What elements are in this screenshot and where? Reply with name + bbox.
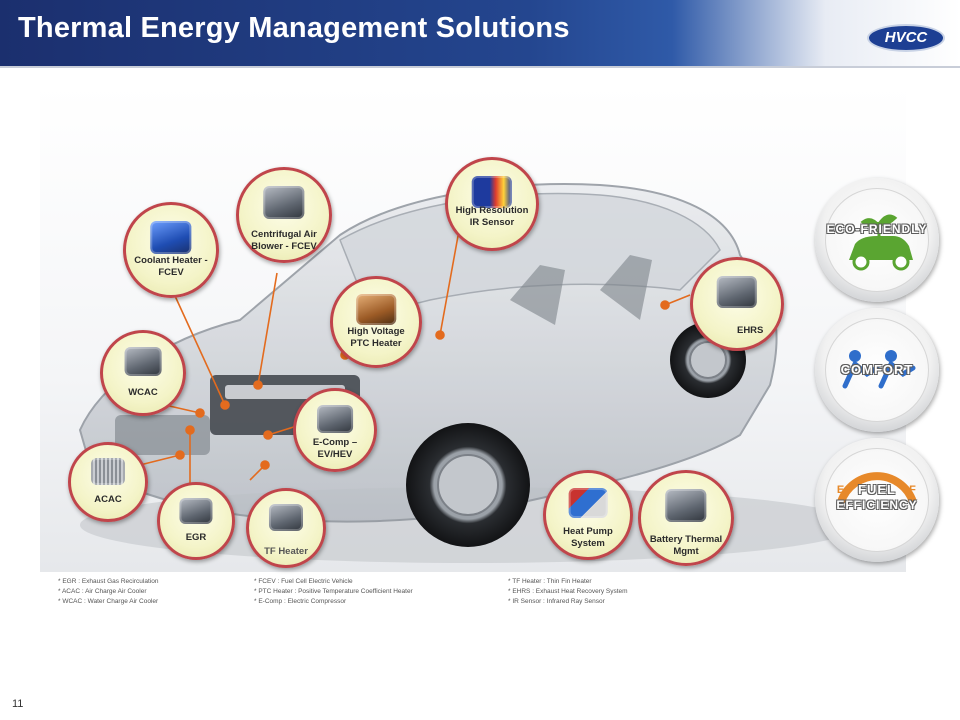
egr-callout: EGR bbox=[157, 482, 235, 560]
fuel-gauge-icon bbox=[837, 472, 917, 504]
callout-label: ACAC bbox=[94, 493, 122, 505]
callout-label: High Voltage PTC Heater bbox=[347, 325, 405, 349]
footnote: * ACAC : Air Charge Air Cooler bbox=[58, 588, 147, 595]
callout-label: Heat Pump System bbox=[563, 526, 613, 550]
footnote: * PTC Heater : Positive Temperature Coef… bbox=[254, 588, 413, 595]
e-comp-callout: E-Comp – EV/HEV bbox=[293, 388, 377, 472]
footnote: * E-Comp : Electric Compressor bbox=[254, 598, 347, 605]
callout-label: E-Comp – EV/HEV bbox=[312, 437, 358, 461]
callout-label: EGR bbox=[185, 532, 207, 544]
efficiency-text: EFFICIENCY bbox=[836, 498, 918, 512]
hvcc-logo: HVCC bbox=[867, 24, 945, 52]
footnotes-col-3: * TF Heater : Thin Fin Heater * EHRS : E… bbox=[508, 577, 628, 607]
blower-icon bbox=[263, 186, 305, 219]
battery-callout: Battery Thermal Mgmt bbox=[638, 470, 734, 566]
callout-label: Centrifugal Air Blower - FCEV bbox=[251, 228, 317, 252]
footnote: * WCAC : Water Charge Air Cooler bbox=[58, 598, 159, 605]
footnote: * IR Sensor : Infrared Ray Sensor bbox=[508, 598, 605, 605]
callout-label: Battery Thermal Mgmt bbox=[649, 533, 723, 557]
footnotes-col-2: * FCEV : Fuel Cell Electric Vehicle * PT… bbox=[254, 577, 413, 607]
page-number: 11 bbox=[12, 698, 24, 710]
page-title: Thermal Energy Management Solutions bbox=[18, 12, 570, 44]
footnote: * EGR : Exhaust Gas Recirculation bbox=[58, 578, 159, 585]
slide-header: Thermal Energy Management Solutions HVCC bbox=[0, 0, 960, 66]
ptc-heater-callout: High Voltage PTC Heater bbox=[330, 276, 422, 368]
ehrs-callout: EHRS bbox=[690, 257, 784, 351]
ir-sensor-callout: High Resolution IR Sensor bbox=[445, 157, 539, 251]
ehrs-icon bbox=[716, 275, 758, 308]
eco-car-icon bbox=[849, 214, 913, 271]
wcac-icon bbox=[124, 347, 162, 377]
comfort-text: COMFORT bbox=[840, 362, 914, 377]
gauge-f-text: F bbox=[909, 484, 917, 496]
callout-label: WCAC bbox=[128, 386, 158, 398]
comfort-people-icon bbox=[842, 350, 916, 389]
header-divider bbox=[0, 66, 960, 68]
ptc-heater-icon bbox=[356, 294, 396, 326]
heat-pump-icon bbox=[568, 488, 608, 519]
eco-friendly-badge: ECO-FRIENDLY bbox=[815, 178, 939, 302]
callout-label: TF Heater bbox=[264, 545, 308, 557]
footnote: * EHRS : Exhaust Heat Recovery System bbox=[508, 588, 628, 595]
tf-heater-callout: TF Heater bbox=[246, 488, 326, 568]
tf-heater-icon bbox=[268, 504, 304, 531]
air-blower-callout: Centrifugal Air Blower - FCEV bbox=[236, 167, 332, 263]
coolant-heater-callout: Coolant Heater - FCEV bbox=[123, 202, 219, 298]
callout-label: EHRS bbox=[736, 325, 764, 337]
radiator-icon bbox=[90, 458, 126, 485]
fuel-efficiency-badge: E F FUEL EFFICIENCY bbox=[815, 438, 939, 562]
callout-label: High Resolution IR Sensor bbox=[455, 204, 529, 228]
callout-label: Coolant Heater - FCEV bbox=[134, 254, 208, 278]
footnote: * FCEV : Fuel Cell Electric Vehicle bbox=[254, 578, 353, 585]
egr-icon bbox=[179, 497, 213, 524]
battery-icon bbox=[665, 489, 707, 522]
compressor-icon bbox=[317, 405, 353, 434]
heat-pump-callout: Heat Pump System bbox=[543, 470, 633, 560]
gauge-e-text: E bbox=[836, 484, 846, 496]
footnote: * TF Heater : Thin Fin Heater bbox=[508, 578, 592, 585]
acac-callout: ACAC bbox=[68, 442, 148, 522]
wcac-callout: WCAC bbox=[100, 330, 186, 416]
heater-module-icon bbox=[150, 221, 192, 254]
footnotes-col-1: * EGR : Exhaust Gas Recirculation * ACAC… bbox=[58, 577, 158, 607]
eco-friendly-text: ECO-FRIENDLY bbox=[826, 222, 928, 236]
fuel-text: FUEL bbox=[858, 482, 896, 497]
ir-sensor-icon bbox=[471, 175, 513, 208]
comfort-badge: COMFORT bbox=[815, 308, 939, 432]
